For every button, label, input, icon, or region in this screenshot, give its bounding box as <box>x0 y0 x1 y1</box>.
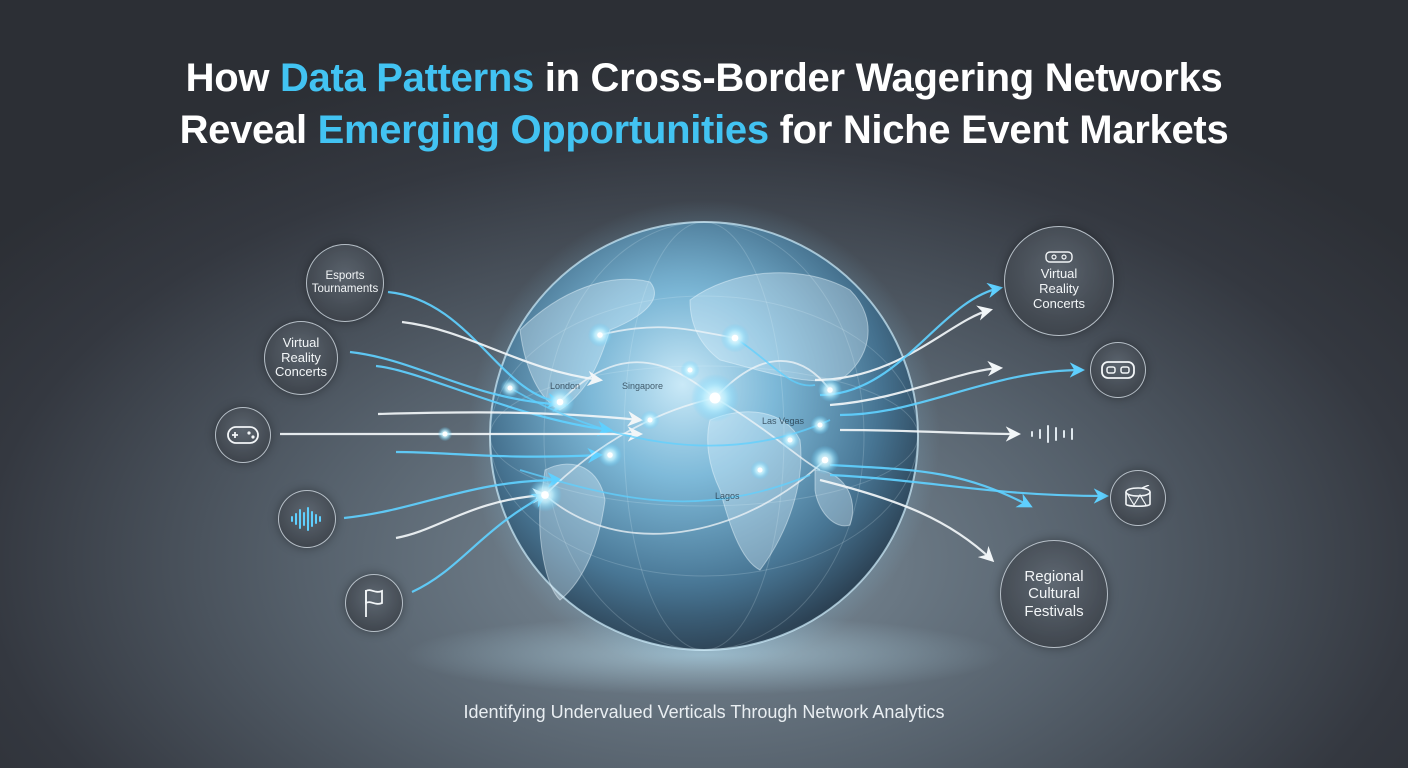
network-hubs <box>437 323 842 512</box>
hub-node <box>687 367 693 373</box>
vr-headset-icon <box>1101 361 1135 379</box>
hub-node <box>556 398 564 406</box>
globe-grid <box>489 221 919 651</box>
title-text: in Cross-Border Wagering Networks <box>533 56 1223 100</box>
equalizer-icon <box>1031 425 1073 443</box>
gamepad-icon <box>227 426 259 444</box>
title-line-1: How Data Patterns in Cross-Border Wageri… <box>0 52 1408 104</box>
node-regional-cultural-festivals: Regional Cultural Festivals <box>1000 540 1108 648</box>
hub-node <box>821 456 829 464</box>
connection-lines <box>280 282 1110 593</box>
connection-line <box>829 473 1110 504</box>
hub-node <box>541 491 549 499</box>
title-line-2: Reveal Emerging Opportunities for Niche … <box>0 104 1408 156</box>
city-label-london: London <box>550 381 580 391</box>
node-gamepad <box>215 407 271 463</box>
connection-line <box>814 305 993 382</box>
connection-line <box>829 463 1033 508</box>
node-label-line: Tournaments <box>311 283 379 295</box>
node-label-line: Virtual <box>1040 266 1078 282</box>
connection-line <box>377 411 644 427</box>
node-vr-headset <box>1090 342 1146 398</box>
connection-line <box>395 447 604 464</box>
connection-line <box>375 364 614 437</box>
node-equalizer <box>1026 422 1082 446</box>
title-text: for Niche Event Markets <box>768 108 1229 152</box>
node-label-line: Regional <box>1024 568 1084 586</box>
connection-line <box>839 362 1086 417</box>
node-flag <box>345 574 403 632</box>
node-soundwave <box>278 490 336 548</box>
hub-node <box>731 334 739 342</box>
node-virtual-reality-concerts-left: Virtual Reality Concerts <box>264 321 338 395</box>
hub-node <box>709 392 721 404</box>
hub-node <box>597 332 603 338</box>
connection-line <box>819 478 995 563</box>
node-label-line: Festivals <box>1024 602 1084 620</box>
city-label-las-vegas: Las Vegas <box>762 416 805 426</box>
node-label-line: Concerts <box>274 364 328 380</box>
connection-line <box>829 360 1004 407</box>
node-label-line: Reality <box>1039 281 1079 297</box>
node-label-line: Virtual <box>282 334 320 350</box>
connection-line <box>411 493 548 593</box>
hub-node <box>507 385 513 391</box>
hub-node <box>647 417 653 423</box>
hub-node <box>787 437 793 443</box>
city-label-lagos: Lagos <box>715 491 740 501</box>
connection-line <box>819 282 1004 397</box>
globe-continents <box>519 272 869 601</box>
soundwave-icon <box>291 507 321 531</box>
connection-line <box>395 488 549 540</box>
globe-arc <box>599 326 736 339</box>
hub-node <box>817 422 823 428</box>
node-esports-tournaments: Esports Tournaments <box>306 244 384 322</box>
connection-line <box>343 472 564 520</box>
connection-line <box>349 350 569 413</box>
node-label-line: Esports <box>325 269 365 282</box>
node-drum <box>1110 470 1166 526</box>
node-label-line: Cultural <box>1028 585 1080 603</box>
node-virtual-reality-concerts-right: Virtual Reality Concerts <box>1004 226 1114 336</box>
globe-arc <box>519 469 811 503</box>
node-label-line: Reality <box>281 349 321 365</box>
city-label-singapore: Singapore <box>622 381 663 391</box>
connection-line <box>387 290 564 409</box>
drum-icon <box>1125 485 1151 508</box>
globe-arc <box>544 459 826 535</box>
title-text: How <box>185 56 280 100</box>
hub-node <box>757 467 763 473</box>
connection-line <box>401 320 604 387</box>
title-highlight: Data Patterns <box>279 56 534 100</box>
hub-node <box>827 387 833 393</box>
hub-node <box>442 431 448 437</box>
connection-line <box>839 426 1022 442</box>
title-text: Reveal <box>179 108 318 152</box>
globe-city-labels: London Singapore Las Vegas Lagos <box>550 381 805 501</box>
vr-headset-small-icon <box>1045 251 1073 263</box>
node-label-line: Concerts <box>1032 295 1086 311</box>
title-highlight: Emerging Opportunities <box>317 108 770 152</box>
flag-icon <box>365 589 383 617</box>
page-subtitle: Identifying Undervalued Verticals Throug… <box>463 702 945 722</box>
hub-node <box>607 452 613 458</box>
page-title: How Data Patterns in Cross-Border Wageri… <box>0 52 1408 156</box>
